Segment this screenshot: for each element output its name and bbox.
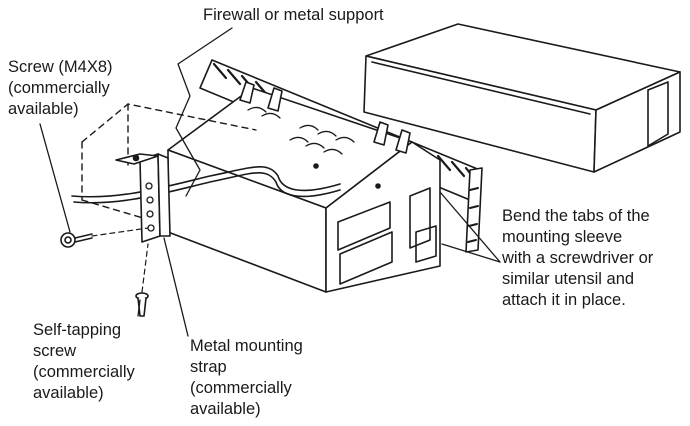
metal-strap [115, 153, 171, 243]
audio-unit [363, 23, 681, 173]
metal-strap-label: Metal mounting strap (commercially avail… [190, 337, 303, 418]
firewall-label: Firewall or metal support [203, 6, 384, 24]
dashboard-edge [71, 165, 341, 204]
self-tapping-screw-label: Self-tapping screw (commercially availab… [33, 321, 135, 402]
screw-m4x8-label: Screw (M4X8) (commercially available) [8, 58, 113, 118]
mounting-sleeve [167, 81, 441, 293]
screw-m4x8 [60, 227, 149, 248]
leader-lines [39, 27, 501, 337]
self-tapping-screw [135, 243, 149, 317]
bend-tabs-label: Bend the tabs of the mounting sleeve wit… [502, 207, 654, 309]
